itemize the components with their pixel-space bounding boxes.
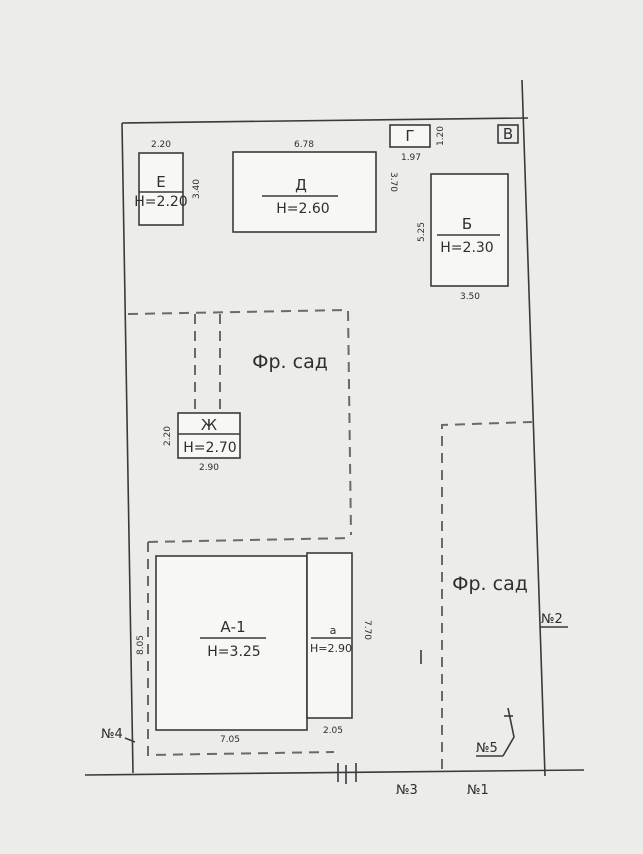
building-a1-depth: 8.05 <box>136 635 146 655</box>
building-g-outline <box>389 124 431 148</box>
building-e-name: Е <box>156 173 165 191</box>
building-g-depth: 1.20 <box>436 126 446 146</box>
corner-label: В <box>503 125 513 143</box>
building-d-width: 6.78 <box>294 140 314 150</box>
building-a-width: 2.05 <box>323 726 343 736</box>
garden-1-boundary <box>127 308 352 536</box>
point-5-label: №5 <box>476 741 498 756</box>
building-d-name: Д <box>295 176 307 194</box>
building-zh-height: Н=2.70 <box>183 440 236 456</box>
building-b-depth: 5.25 <box>417 222 427 242</box>
corner-label-box <box>497 124 519 144</box>
point-3-label: №3 <box>396 783 418 798</box>
point-1-label: №1 <box>467 783 489 798</box>
building-b-outline <box>430 173 509 287</box>
garden-2-boundary <box>441 421 533 769</box>
building-a-name: а <box>330 624 337 637</box>
building-a-height: Н=2.90 <box>310 642 352 655</box>
building-a: а Н=2.90 2.05 7.70 <box>306 552 372 736</box>
building-d-height: Н=2.60 <box>276 201 329 217</box>
building-e-width: 2.20 <box>151 140 171 150</box>
point-4-leader <box>124 737 136 743</box>
building-zh-width: 2.90 <box>199 463 219 473</box>
building-zh-name: Ж <box>201 416 217 434</box>
building-e: Е Н=2.20 2.20 3.40 <box>134 140 202 226</box>
building-a1-height: Н=3.25 <box>207 644 260 660</box>
building-a1-name: А-1 <box>220 618 245 636</box>
east-boundary <box>521 79 546 777</box>
building-e-outline <box>138 152 184 226</box>
building-d-depth: 3.70 <box>388 172 398 192</box>
building-b-height: Н=2.30 <box>440 240 493 256</box>
west-boundary <box>121 122 134 774</box>
building-a-depth: 7.70 <box>362 620 372 640</box>
building-a1-width: 7.05 <box>220 735 240 745</box>
building-d: Д Н=2.60 6.78 3.70 <box>232 140 398 233</box>
building-a1-outline <box>155 555 308 731</box>
building-b-name: Б <box>462 215 472 233</box>
point-4-label: №4 <box>101 727 123 742</box>
building-g-name: Г <box>405 127 414 145</box>
building-g-width: 1.97 <box>401 153 421 163</box>
garden-1-label: Фр. сад <box>252 351 328 373</box>
building-a1: А-1 Н=3.25 7.05 8.05 <box>136 555 308 745</box>
north-boundary <box>121 117 529 124</box>
street-line <box>84 769 585 776</box>
garden-2-label: Фр. сад <box>452 573 528 595</box>
building-d-outline <box>232 151 377 233</box>
house-lot-boundary <box>147 542 335 757</box>
building-zh-depth: 2.20 <box>163 426 173 446</box>
building-g: Г 1.97 1.20 <box>389 124 446 163</box>
building-zh-outline <box>177 412 241 459</box>
building-zh: Ж Н=2.70 2.90 2.20 <box>163 412 241 473</box>
point-2-label: №2 <box>541 612 563 627</box>
building-b-width: 3.50 <box>460 292 480 302</box>
building-b: Б Н=2.30 3.50 5.25 <box>417 173 509 302</box>
point-5-leader <box>502 707 515 757</box>
building-e-height: Н=2.20 <box>134 194 187 210</box>
building-e-depth: 3.40 <box>192 179 202 199</box>
house-lot-top <box>147 537 352 543</box>
building-a-outline <box>306 552 353 719</box>
